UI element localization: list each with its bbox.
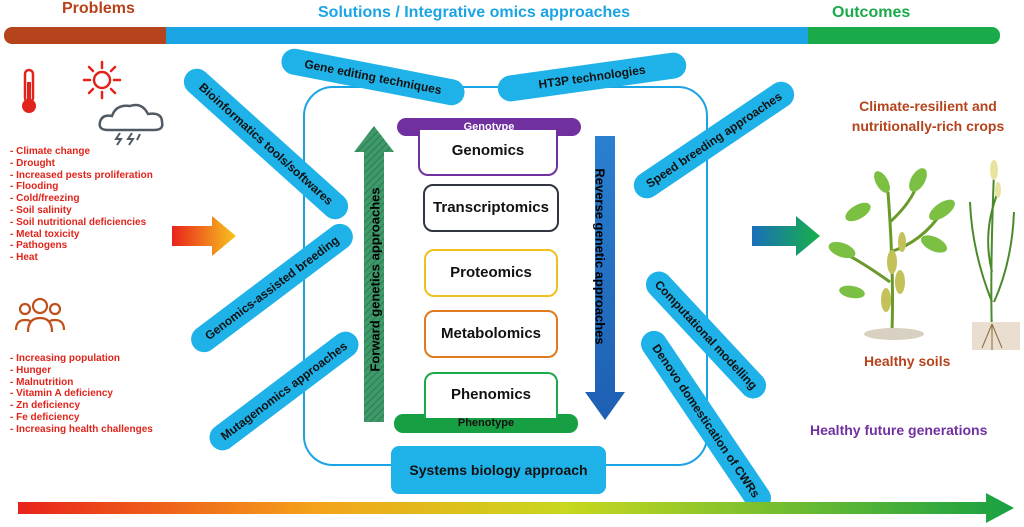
problems-title: Problems [62, 0, 135, 17]
environmental-problems-list: Climate change Drought Increased pests p… [10, 146, 153, 264]
healthy-generations-outcome: Healthy future generations [810, 422, 988, 438]
human-problems-list: Increasing population Hunger Malnutritio… [10, 353, 153, 436]
phenotype-bar: Phenotype [394, 414, 578, 433]
phenomics-box: Phenomics [424, 372, 558, 418]
reverse-genetics-label: Reverse genetic approaches [592, 168, 608, 345]
outcomes-arrow-icon [752, 216, 820, 256]
list-item: Hunger [10, 365, 153, 377]
thermometer-icon [22, 68, 36, 113]
people-icon [14, 297, 66, 333]
header-bar [4, 27, 1000, 44]
solutions-title: Solutions / Integrative omics approaches [318, 4, 631, 21]
plant-illustration [828, 160, 1020, 350]
storm-cloud-icon [98, 103, 164, 146]
metabolomics-box: Metabolomics [424, 310, 558, 358]
transcriptomics-box: Transcriptomics [423, 184, 559, 232]
outcomes-bar [808, 27, 1000, 44]
problems-arrow-icon [172, 216, 236, 256]
bottom-progress-arrow-icon [18, 493, 1014, 523]
crops-outcome: Climate-resilient and nutritionally-rich… [832, 96, 1024, 136]
list-item: Drought [10, 158, 153, 170]
crops-outcome-text: Climate-resilient and nutritionally-rich… [851, 98, 1005, 134]
sun-icon [82, 60, 122, 100]
phenotype-label: Phenotype [457, 417, 515, 429]
list-item: Flooding [10, 181, 153, 193]
list-item: Metal toxicity [10, 229, 153, 241]
list-item: Increasing population [10, 353, 153, 365]
list-item: Soil nutritional deficiencies [10, 217, 153, 229]
list-item: Heat [10, 252, 153, 264]
forward-genetics-label: Forward genetics approaches [367, 187, 383, 372]
proteomics-box: Proteomics [424, 249, 558, 297]
list-item: Malnutrition [10, 377, 153, 389]
list-item: Increasing health challenges [10, 424, 153, 436]
list-item: Zn deficiency [10, 400, 153, 412]
list-item: Pathogens [10, 240, 153, 252]
reverse-genetics-arrow-icon [585, 136, 625, 420]
forward-genetics-arrow-icon [354, 126, 394, 422]
list-item: Climate change [10, 146, 153, 158]
problems-bar [4, 27, 166, 44]
list-item: Increased pests proliferation [10, 170, 153, 182]
genomics-box: Genomics [418, 130, 558, 176]
list-item: Fe deficiency [10, 412, 153, 424]
solutions-bar [166, 27, 808, 44]
list-item: Cold/freezing [10, 193, 153, 205]
systems-biology-box: Systems biology approach [391, 446, 606, 494]
systems-biology-label: Systems biology approach [409, 462, 588, 478]
list-item: Vitamin A deficiency [10, 388, 153, 400]
healthy-soils-outcome: Healthy soils [864, 353, 951, 369]
list-item: Soil salinity [10, 205, 153, 217]
outcomes-title: Outcomes [832, 4, 911, 21]
